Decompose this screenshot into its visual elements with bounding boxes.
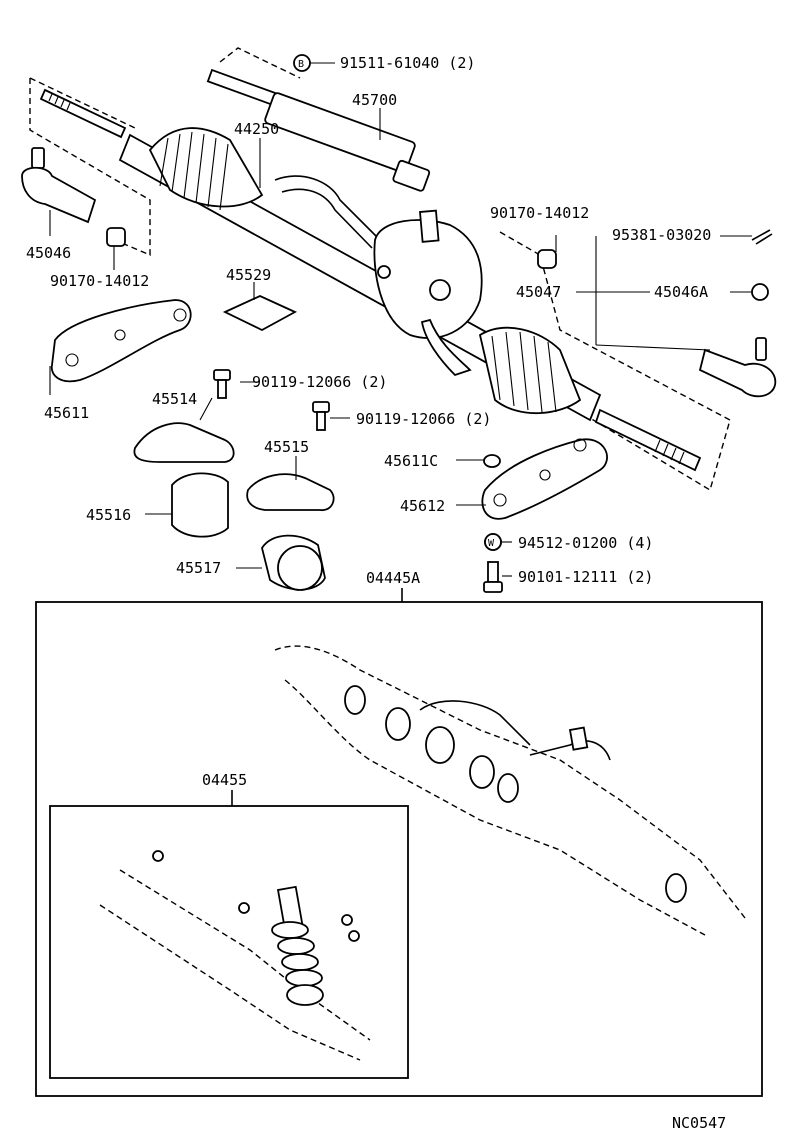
label-45611C: 45611C — [384, 452, 438, 470]
o-ring-small-3 — [341, 914, 353, 926]
bushing-45517 — [261, 534, 326, 591]
tie-rod-left-dashed-edge — [29, 77, 136, 129]
bracket-45529 — [222, 295, 298, 332]
tie-rod-right — [594, 408, 702, 472]
bushing-45516 — [171, 472, 229, 538]
hydraulic-cylinder-45700 — [206, 68, 431, 192]
label-90101-12111: 90101-12111 (2) — [518, 568, 653, 586]
cotter-pin-95381 — [751, 229, 773, 245]
tie-rod-end-45046 — [21, 147, 126, 247]
label-45514: 45514 — [152, 390, 197, 408]
seal-ring-4 — [469, 755, 495, 789]
kit-04455-valve-outline — [99, 869, 371, 1061]
plate-45612 — [481, 438, 608, 520]
kit-04445A-rack-outline — [274, 645, 746, 936]
label-45046A: 45046A — [654, 283, 708, 301]
kit-box-04455 — [49, 805, 409, 1079]
o-ring-small-1 — [152, 850, 164, 862]
label-45611: 45611 — [44, 404, 89, 422]
seal-ring-1 — [344, 685, 366, 715]
hydraulic-cylinder-dashed — [219, 47, 301, 79]
label-90119-12066-b: 90119-12066 (2) — [356, 410, 491, 428]
bracket-45514 — [133, 422, 235, 463]
o-ring-small-2 — [238, 902, 250, 914]
seal-ring-6 — [665, 873, 687, 903]
label-45515: 45515 — [264, 438, 309, 456]
label-45700: 45700 — [352, 91, 397, 109]
o-ring-small-4 — [348, 930, 360, 942]
seal-ring-2 — [385, 707, 411, 741]
seal-ring-3 — [425, 726, 455, 764]
bracket-45515 — [246, 473, 335, 511]
bolt-90101 — [483, 561, 503, 593]
marker-b-letter: B — [298, 59, 304, 70]
label-04455: 04455 — [202, 771, 247, 789]
label-45517: 45517 — [176, 559, 221, 577]
bolt-90119-a — [213, 369, 231, 399]
seal-ring-5 — [497, 773, 519, 803]
label-94512-01200: 94512-01200 (4) — [518, 534, 653, 552]
diagram-code: NC0547 — [672, 1114, 726, 1132]
tie-rod-end-45046A — [698, 337, 777, 398]
label-45529: 45529 — [226, 266, 271, 284]
marker-w-icon — [484, 533, 502, 551]
label-45046: 45046 — [26, 244, 71, 262]
label-95381-03020: 95381-03020 — [612, 226, 711, 244]
clip-45611C — [483, 454, 501, 468]
marker-w-letter: W — [488, 538, 495, 549]
nut-45046A — [751, 283, 769, 301]
plate-45611 — [50, 299, 192, 383]
label-04445A: 04445A — [366, 569, 420, 587]
label-45516: 45516 — [86, 506, 131, 524]
label-45047: 45047 — [516, 283, 561, 301]
label-90170-14012-left: 90170-14012 — [50, 272, 149, 290]
steering-rack-44250 — [118, 127, 602, 422]
nut-90170-right — [537, 249, 557, 269]
tie-rod-right-dashed-box — [499, 231, 731, 492]
bolt-90119-b — [312, 401, 330, 431]
spring-coil — [271, 921, 323, 987]
tie-rod-left-dashed-box — [29, 78, 151, 257]
label-45612: 45612 — [400, 497, 445, 515]
label-90119-12066-a: 90119-12066 (2) — [252, 373, 387, 391]
label-91511-61040: 91511-61040 (2) — [340, 54, 475, 72]
kit-box-04445A — [35, 601, 763, 1097]
leader-lines — [49, 62, 752, 577]
label-44250: 44250 — [234, 120, 279, 138]
spring-seat — [286, 984, 324, 1006]
tie-rod-left — [39, 88, 127, 139]
label-90170-14012-right: 90170-14012 — [490, 204, 589, 222]
